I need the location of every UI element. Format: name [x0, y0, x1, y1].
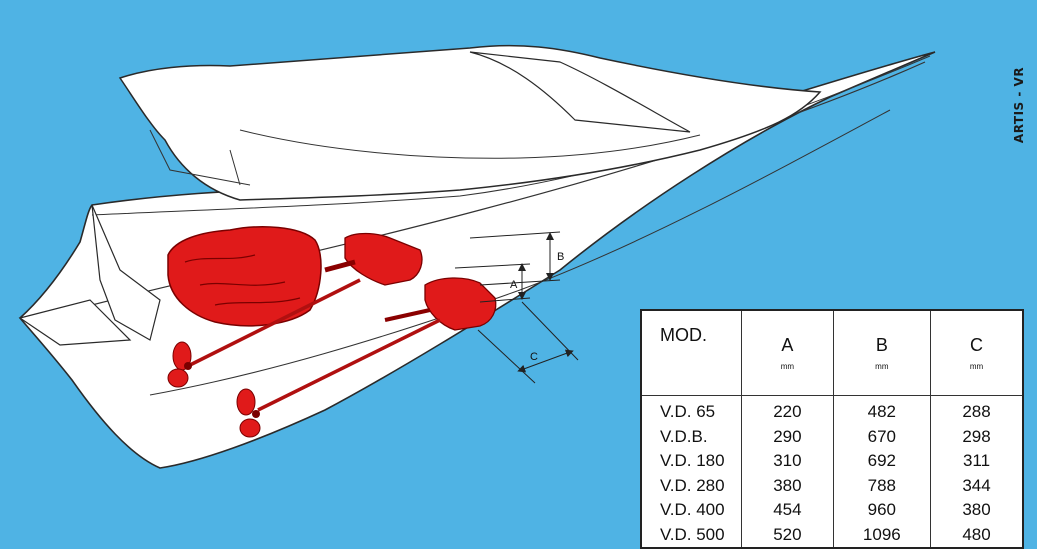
cell-a: 380 — [741, 473, 834, 498]
propeller-port — [167, 341, 192, 388]
cell-a: 520 — [741, 522, 834, 548]
cabin-rail — [149, 129, 251, 186]
cell-model: V.D. 400 — [660, 500, 725, 520]
table-row: V.D. 500 520 1096 480 — [641, 522, 1023, 548]
cell-c: 298 — [930, 424, 1023, 449]
cell-model: V.D. 65 — [660, 402, 716, 422]
cell-b: 670 — [832, 424, 931, 449]
propshaft-port — [189, 278, 361, 367]
table-row: V.D.B. 290 670 298 — [641, 424, 1023, 449]
propshaft-starboard — [257, 318, 441, 412]
engine-port — [167, 226, 322, 327]
cell-b: 482 — [832, 395, 931, 425]
cell-c: 311 — [930, 449, 1023, 474]
dimension-a-label: A — [510, 279, 518, 291]
boat-diagram: B A C — [18, 44, 936, 469]
cell-b: 788 — [832, 473, 931, 498]
propeller-starboard — [236, 388, 261, 438]
cell-model: V.D. 280 — [660, 475, 725, 495]
vdrive-port — [344, 232, 423, 286]
brand-text: ARTIS - VR — [1012, 66, 1026, 144]
cell-b: 692 — [832, 449, 931, 474]
cell-a: 290 — [741, 424, 834, 449]
cell-a: 220 — [741, 395, 834, 425]
cell-c: 344 — [930, 473, 1023, 498]
boat-windshield — [469, 51, 691, 133]
shaft-port — [324, 259, 356, 273]
table-row: V.D. 400 454 960 380 — [641, 498, 1023, 523]
dimension-c: C — [477, 301, 579, 384]
cell-a: 310 — [741, 449, 834, 474]
boat-cabin — [118, 44, 822, 201]
dimension-a: A — [454, 263, 531, 303]
brand-watermark: ARTIS - VR — [1004, 67, 1034, 143]
cell-model: V.D. 500 — [660, 524, 725, 544]
cell-a: 454 — [741, 498, 834, 523]
dimension-b-label: B — [557, 251, 564, 263]
vdrive-starboard — [424, 277, 497, 331]
dimension-c-label: C — [530, 351, 538, 363]
cell-c: 480 — [930, 522, 1023, 548]
cabin-window-line — [239, 129, 701, 159]
shaft-starboard — [384, 308, 431, 322]
cell-c: 288 — [930, 395, 1023, 425]
table-row: V.D. 65 220 482 288 — [641, 395, 1023, 425]
cell-b: 1096 — [832, 522, 931, 548]
cell-b: 960 — [832, 498, 931, 523]
boat-stern — [91, 204, 161, 341]
table-row: V.D. 280 380 788 344 — [641, 473, 1023, 498]
cell-c: 380 — [930, 498, 1023, 523]
cell-model: V.D.B. — [660, 426, 708, 446]
stern-platform — [18, 299, 132, 346]
table-row: V.D. 180 310 692 311 — [641, 449, 1023, 474]
header-model: MOD. — [641, 310, 742, 396]
cell-model: V.D. 180 — [660, 451, 725, 471]
